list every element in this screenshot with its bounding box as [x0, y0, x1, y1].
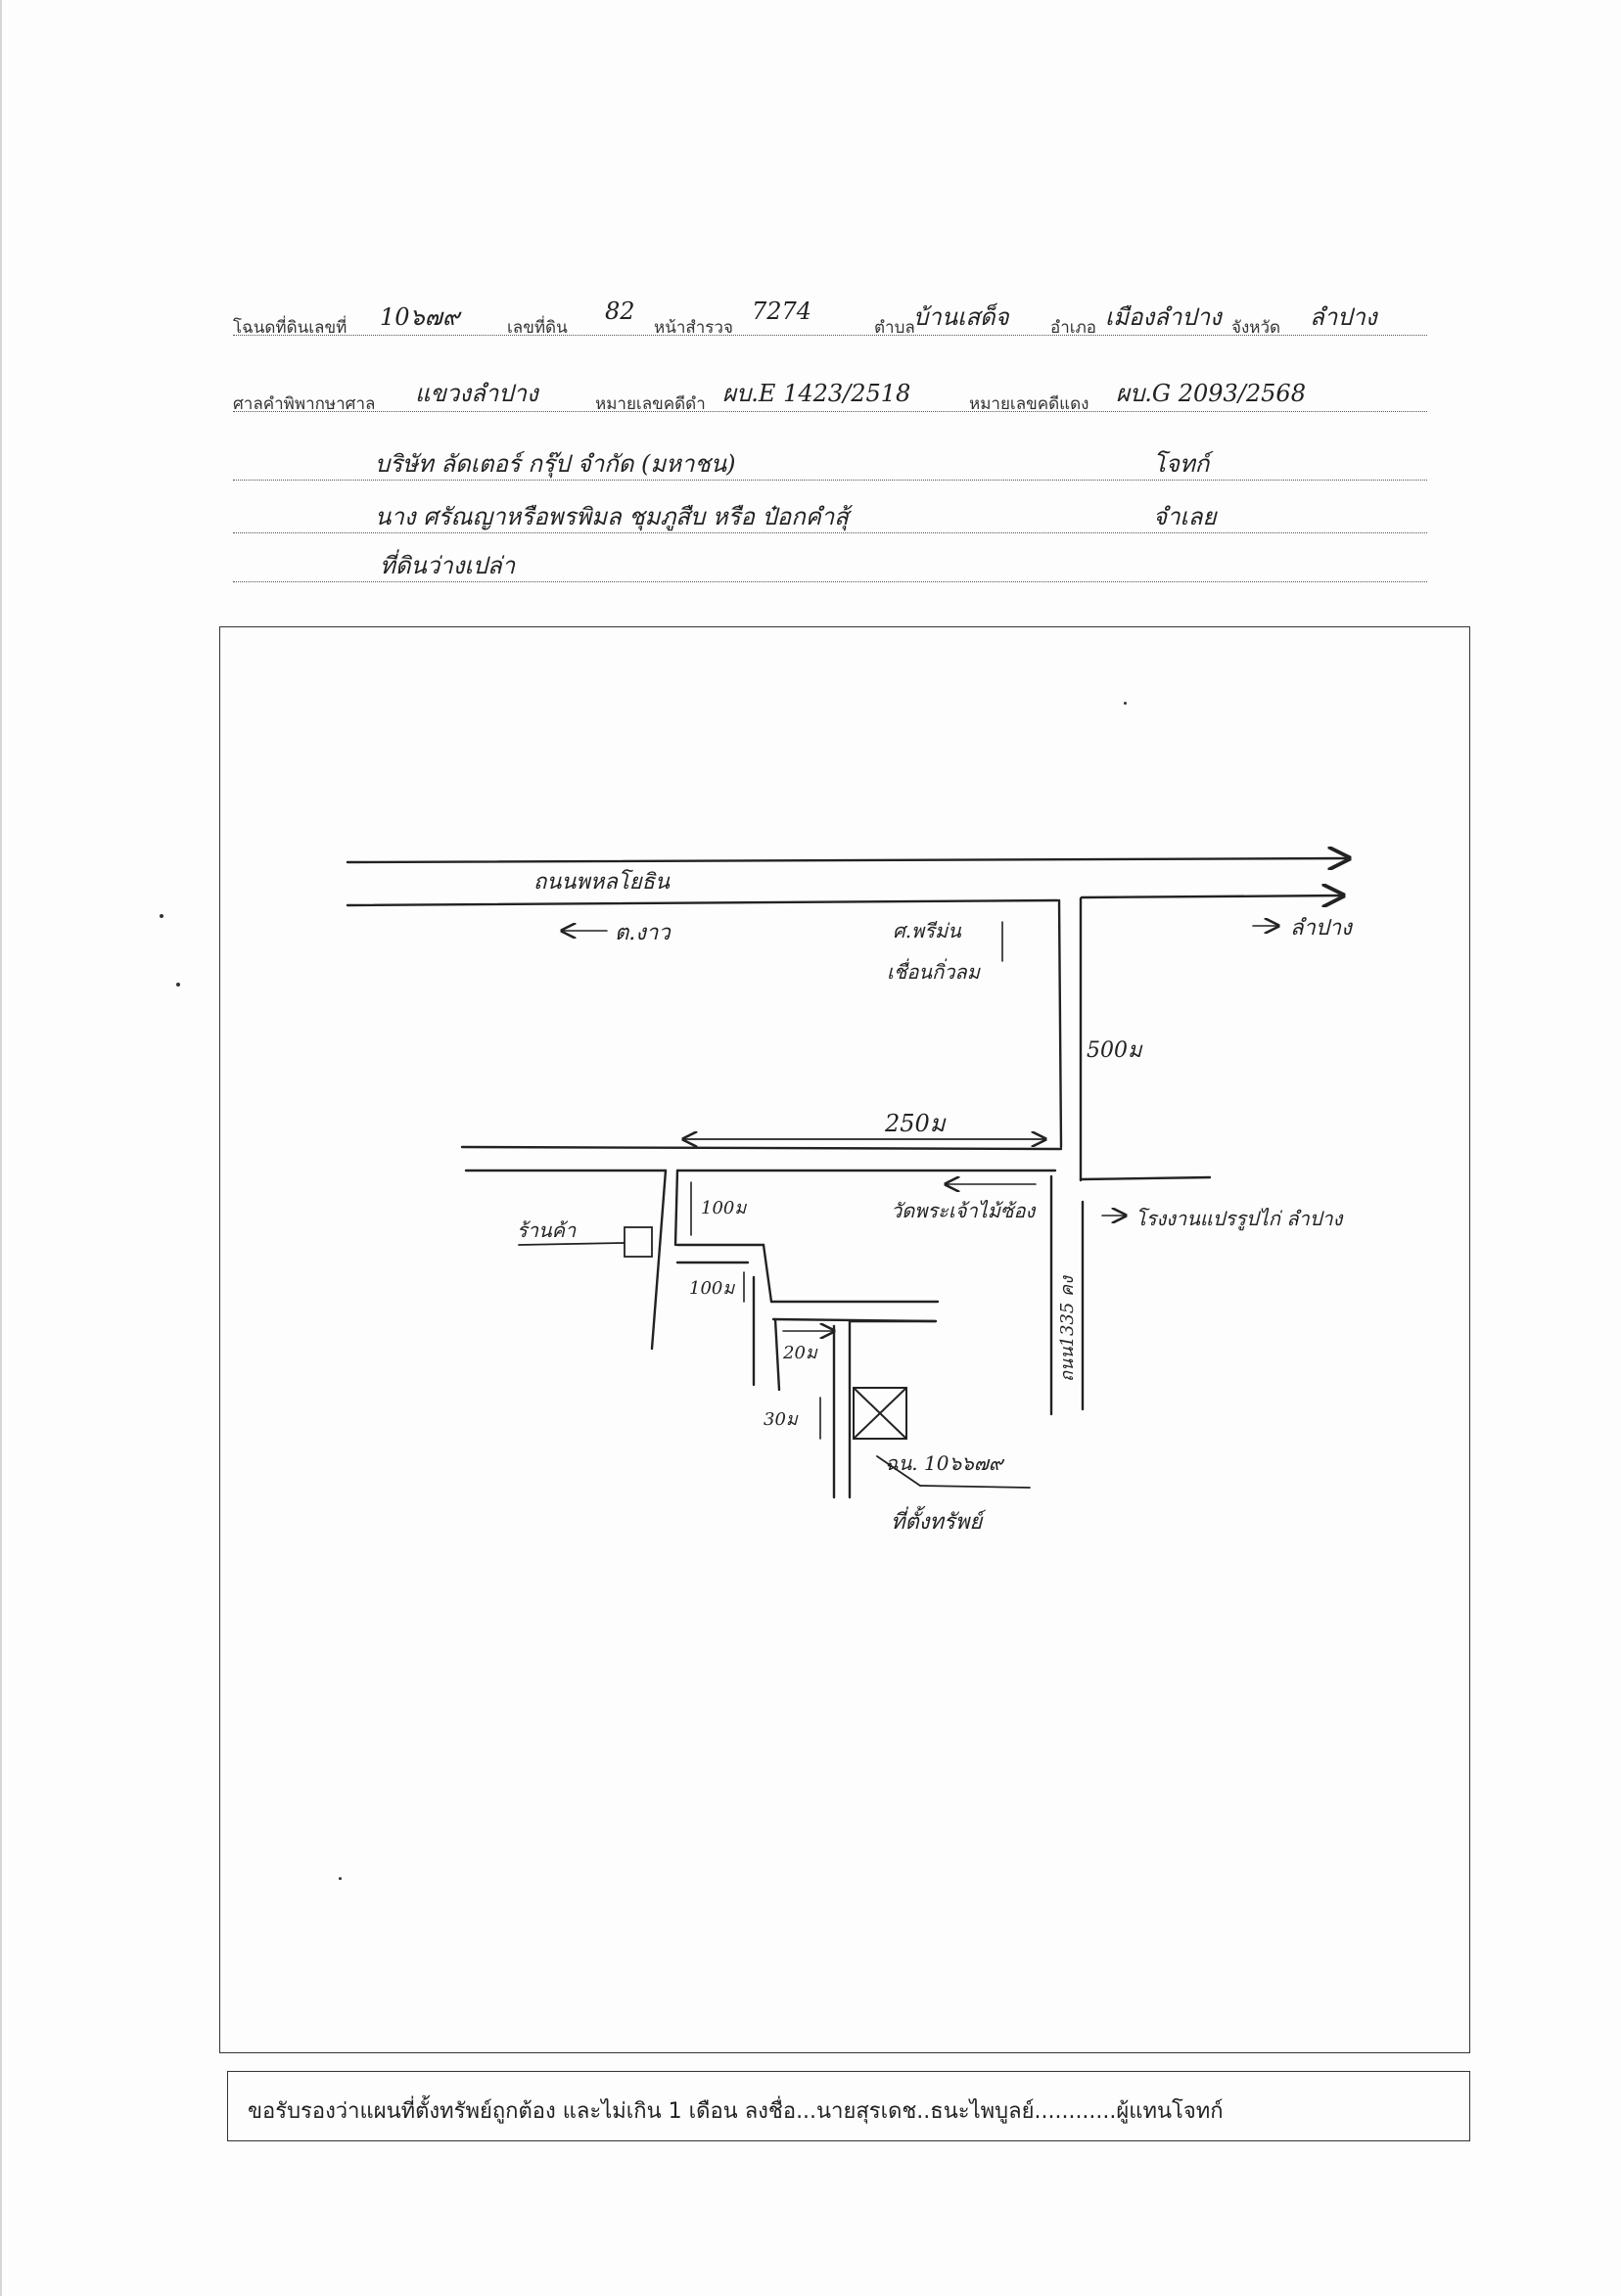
- black-case-value: ผบ.E 1423/2518: [722, 380, 911, 407]
- shop-marker: [624, 1226, 653, 1258]
- province-field: จังหวัด ลำปาง: [1231, 303, 1377, 338]
- header-row-deed: โฉนดที่ดินเลขที่ 10๖๗๙ เลขที่ดิน 82 หน้า…: [233, 298, 1427, 338]
- province-value: ลำปาง: [1310, 303, 1377, 331]
- red-case-field: หมายเลขคดีแดง ผบ.G 2093/2568: [969, 380, 1306, 414]
- scan-speck: [160, 914, 163, 918]
- landmark-top-label: ศ.พรีม่น: [893, 919, 962, 942]
- subdistrict-label: ตำบล: [874, 318, 915, 338]
- black-case-label: หมายเลขคดีดำ: [595, 394, 706, 414]
- survey-page-label: หน้าสำรวจ: [654, 318, 733, 338]
- black-case-field: หมายเลขคดีดำ ผบ.E 1423/2518: [595, 380, 910, 414]
- dist-30-label: 30ม: [764, 1409, 799, 1430]
- lane-step-3-down: [773, 1317, 781, 1392]
- plaintiff-name: บริษัท ลัดเตอร์ กรุ๊ป จำกัด (มหาชน): [375, 450, 736, 478]
- scan-speck: [1124, 702, 1127, 705]
- land-no-field: เลขที่ดิน 82: [507, 298, 635, 338]
- dist-20-label: 20ม: [782, 1343, 818, 1363]
- landmark-top2-label: เชื่อนกิ่วลม: [887, 958, 982, 984]
- defendant-line: นาง ศรัณญาหรือพรพิมล ชุมภูสืบ หรือ ป๋อกค…: [233, 501, 1427, 533]
- right-direction-label: ลำปาง: [1290, 916, 1354, 941]
- factory-label: โรงงานแปรรูปไก่ ลำปาง: [1135, 1207, 1344, 1231]
- secondary-road-bottom-right: [1079, 1175, 1212, 1181]
- parcel-leader: [876, 1455, 921, 1487]
- dist-100b-label: 100ม: [689, 1278, 735, 1299]
- shop-label: ร้านค้า: [517, 1218, 577, 1242]
- property-label: ที่ตั้งทรัพย์: [891, 1505, 987, 1535]
- secondary-road-top: [460, 1145, 1063, 1151]
- deed-label: โฉนดที่ดินเลขที่: [233, 318, 347, 338]
- scan-speck: [339, 1877, 342, 1880]
- dist-500-label: 500ม: [1087, 1038, 1143, 1063]
- red-case-label: หมายเลขคดีแดง: [969, 394, 1089, 414]
- lane-left-edge: [650, 1169, 668, 1351]
- deed-field: โฉนดที่ดินเลขที่ 10๖๗๙: [233, 303, 459, 338]
- parcel-underline: [919, 1485, 1031, 1489]
- plaintiff-role: โจทก์: [1153, 450, 1210, 478]
- deed-value: 10๖๗๙: [380, 303, 460, 331]
- land-no-value: 82: [605, 298, 635, 325]
- temple-label: วัดพระเจ้าไม้ซ้อง: [891, 1199, 1037, 1222]
- defendant-name: นาง ศรัณญาหรือพรพิมล ชุมภูสืบ หรือ ป๋อกค…: [375, 503, 849, 530]
- left-direction-label: ต.งาว: [615, 921, 672, 945]
- side-road-label: ถนน1335 คง: [1057, 1275, 1078, 1382]
- shop-leader: [518, 1242, 625, 1246]
- defendant-role: จำเลย: [1153, 503, 1217, 530]
- map-frame: [219, 626, 1470, 2053]
- parcel-label: ฉน. 10๖๖๗๙: [885, 1451, 1005, 1475]
- header-row-court: ศาลคำพิพากษาศาล แขวงลำปาง หมายเลขคดีดำ ผ…: [233, 380, 1427, 414]
- property-cross-b: [853, 1387, 907, 1440]
- lane-step-1-down: [762, 1243, 773, 1304]
- land-note-line: ที่ดินว่างเปล่า: [233, 550, 1427, 582]
- highway-bottom-line: [346, 898, 1059, 907]
- court-value: แขวงลำปาง: [415, 380, 538, 407]
- main-road-label: ถนนพหลโยธิน: [533, 869, 671, 895]
- province-label: จังหวัด: [1231, 318, 1281, 338]
- red-case-value: ผบ.G 2093/2568: [1116, 380, 1306, 407]
- highway-bottom-right-line: [1080, 895, 1343, 897]
- lane-left-inner: [673, 1169, 679, 1247]
- court-label: ศาลคำพิพากษาศาล: [233, 394, 376, 414]
- connector-left-edge: [1057, 898, 1063, 1149]
- scan-speck: [176, 983, 180, 987]
- dist-100a-label: 100ม: [701, 1198, 747, 1218]
- property-marker: [853, 1387, 907, 1440]
- plaintiff-line: บริษัท ลัดเตอร์ กรุ๊ป จำกัด (มหาชน) โจทก…: [233, 448, 1427, 481]
- dist-250-label: 250ม: [884, 1110, 947, 1137]
- district-label: อำเภอ: [1050, 318, 1096, 338]
- certification-box: ขอรับรองว่าแผนที่ตั้งทรัพย์ถูกต้อง และไม…: [227, 2071, 1470, 2141]
- court-field: ศาลคำพิพากษาศาล แขวงลำปาง: [233, 380, 538, 414]
- certification-text: ขอรับรองว่าแผนที่ตั้งทรัพย์ถูกต้อง และไม…: [248, 2099, 1224, 2124]
- survey-page-value: 7274: [752, 298, 812, 325]
- subdistrict-field: ตำบล บ้านเสด็จ: [874, 303, 1009, 338]
- district-value: เมืองลำปาง: [1105, 303, 1222, 331]
- subdistrict-value: บ้านเสด็จ: [913, 303, 1009, 331]
- district-field: อำเภอ เมืองลำปาง: [1050, 303, 1222, 338]
- highway-top-line: [346, 858, 1349, 862]
- survey-page-field: หน้าสำรวจ 7274: [654, 298, 811, 338]
- land-no-label: เลขที่ดิน: [507, 318, 568, 338]
- land-note: ที่ดินว่างเปล่า: [380, 552, 516, 579]
